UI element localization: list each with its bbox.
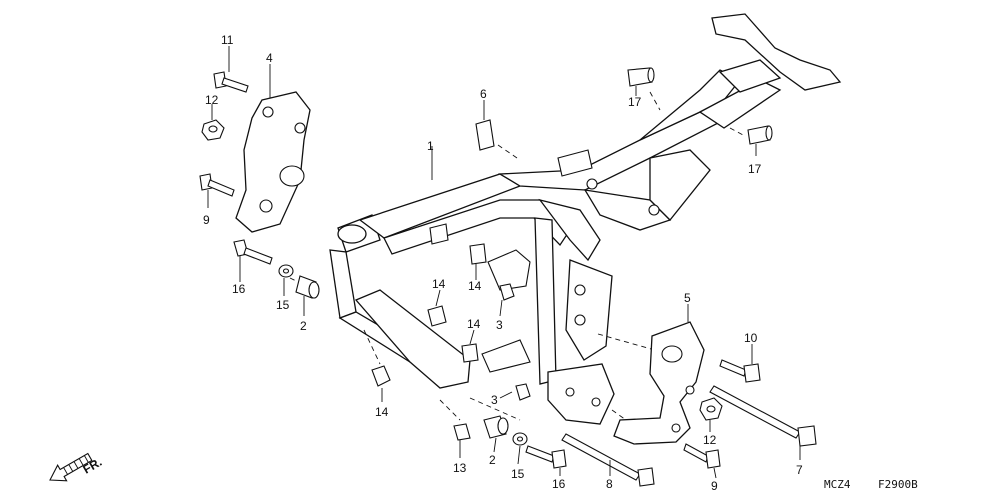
callout-14-a: 14 xyxy=(432,277,446,291)
callout-8: 8 xyxy=(606,477,613,491)
bolt-16-left-part xyxy=(233,239,273,265)
callout-13: 13 xyxy=(453,461,467,475)
figure-code: MCZ4 xyxy=(824,478,851,491)
callout-14-c: 14 xyxy=(467,317,481,331)
engine-hanger-right-part xyxy=(613,321,705,445)
callout-11: 11 xyxy=(221,33,234,47)
front-direction-arrow-icon xyxy=(49,452,93,482)
callout-10: 10 xyxy=(744,331,758,345)
callout-15-left: 15 xyxy=(276,298,290,312)
callout-14-d: 14 xyxy=(375,405,389,419)
callout-16-left: 16 xyxy=(232,282,246,296)
nut-3-a-part xyxy=(499,283,515,301)
bolt-9-bottom-part xyxy=(683,443,721,469)
bolt-9-left-part xyxy=(199,173,235,197)
callout-9-left: 9 xyxy=(203,213,210,227)
rubber-14-a-part xyxy=(469,243,487,265)
bolt-11-part xyxy=(213,71,249,93)
callout-12-top: 12 xyxy=(205,93,219,107)
callout-9-bottom: 9 xyxy=(711,479,718,493)
collar-2-bottom-part xyxy=(483,415,509,439)
collar-17-top-part xyxy=(627,67,655,87)
callout-2-left: 2 xyxy=(300,319,307,333)
callout-16-bottom: 16 xyxy=(552,477,566,491)
leader-lines xyxy=(207,46,801,479)
washer-15-bottom-part xyxy=(512,432,528,446)
engine-hanger-left-part xyxy=(235,91,311,233)
nut-12-top-part xyxy=(201,119,225,141)
callout-14-b: 14 xyxy=(468,279,482,293)
bolt-8-part xyxy=(561,433,655,487)
clip-6-part xyxy=(475,119,495,151)
callout-4: 4 xyxy=(266,51,273,65)
frame-body-part xyxy=(329,13,842,425)
callout-12-right: 12 xyxy=(703,433,717,447)
washer-15-left-part xyxy=(278,264,294,278)
figure-number: F2900B xyxy=(878,478,918,491)
callout-2-bottom: 2 xyxy=(489,453,496,467)
bolt-10-part xyxy=(719,359,761,383)
nut-3-b-part xyxy=(515,383,531,401)
callout-17-top: 17 xyxy=(628,95,642,109)
rubber-14-b-part xyxy=(427,305,447,327)
callout-1: 1 xyxy=(427,139,434,153)
nut-13-part xyxy=(453,423,471,441)
collar-17-right-part xyxy=(747,125,773,145)
nut-12-right-part xyxy=(699,397,723,421)
callout-7: 7 xyxy=(796,463,803,477)
rubber-14-d-part xyxy=(371,365,391,387)
bolt-7-part xyxy=(709,385,817,447)
callout-3-upper: 3 xyxy=(496,318,503,332)
callout-5: 5 xyxy=(684,291,691,305)
callout-17-right: 17 xyxy=(748,162,762,176)
bolt-16-bottom-part xyxy=(525,445,567,469)
callout-3-lower: 3 xyxy=(491,393,498,407)
rubber-14-c-part xyxy=(461,343,479,363)
callout-6: 6 xyxy=(480,87,487,101)
callout-labels: 1 2 2 3 3 4 5 6 7 8 9 9 10 11 12 12 13 1… xyxy=(203,33,803,493)
callout-15-bottom: 15 xyxy=(511,467,525,481)
collar-2-left-part xyxy=(295,275,320,299)
